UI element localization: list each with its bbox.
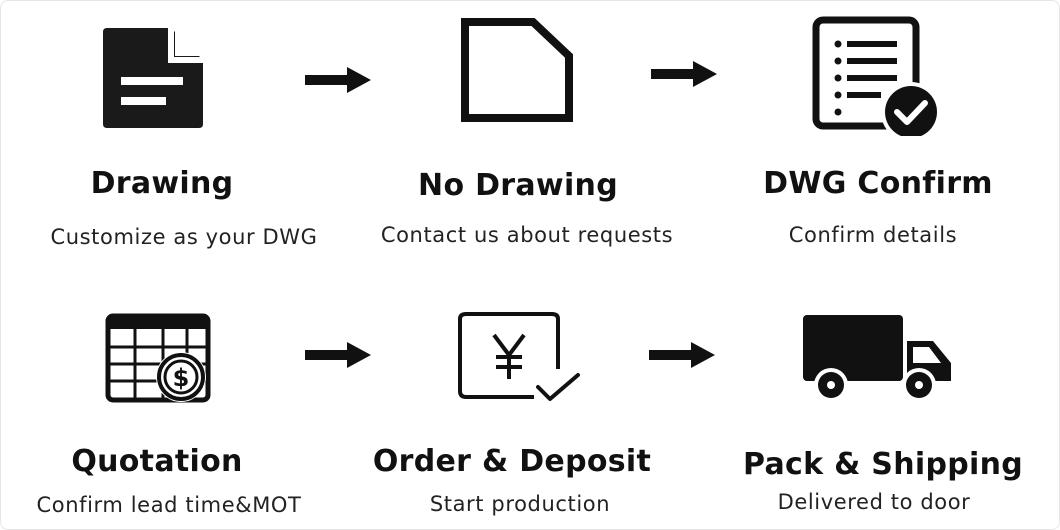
document-outline-icon — [459, 18, 573, 122]
step-title: Pack & Shipping — [742, 447, 1024, 482]
svg-text:$: $ — [173, 364, 190, 392]
step-title: Quotation — [71, 444, 243, 479]
document-filled-icon — [101, 26, 207, 130]
step-title: Order & Deposit — [372, 444, 652, 479]
checklist-check-icon — [811, 16, 943, 136]
step-title: DWG Confirm — [763, 166, 993, 201]
arrow-right-icon — [305, 342, 371, 368]
price-table-dollar-icon: $ — [105, 313, 213, 405]
step-subtitle: Delivered to door — [777, 490, 971, 514]
yen-box-check-icon — [456, 311, 584, 407]
step-subtitle: Contact us about requests — [380, 223, 674, 247]
arrow-right-icon — [305, 67, 371, 93]
step-subtitle: Confirm details — [788, 223, 958, 247]
step-subtitle: Start production — [429, 492, 611, 516]
step-title: No Drawing — [418, 168, 618, 203]
arrow-right-icon — [651, 61, 717, 87]
truck-icon — [801, 311, 953, 403]
step-subtitle: Customize as your DWG — [50, 225, 318, 249]
arrow-right-icon — [649, 342, 715, 368]
step-subtitle: Confirm lead time&MOT — [36, 493, 302, 517]
step-title: Drawing — [90, 166, 234, 201]
